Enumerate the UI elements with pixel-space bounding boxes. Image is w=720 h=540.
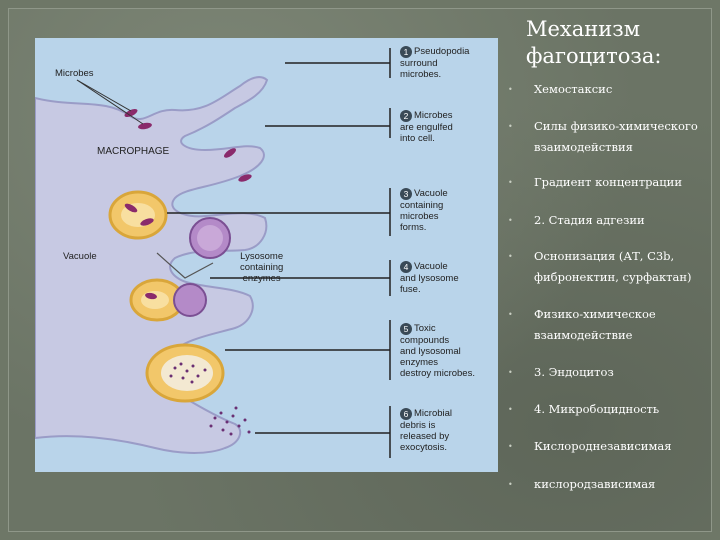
lysosome-shape: [173, 283, 207, 317]
microbe-shape: [138, 122, 152, 130]
step-line: fuse.: [400, 284, 421, 295]
step-line: Vacuole: [414, 188, 448, 199]
step-number: 1: [400, 46, 412, 58]
step-brackets: [167, 48, 391, 458]
step-line: and lysosomal: [400, 346, 461, 357]
step-line: released by: [400, 431, 450, 442]
microbe-shape: [145, 292, 157, 300]
step-number: 3: [400, 188, 412, 200]
vacuole-label: Vacuole: [63, 251, 97, 262]
bullet-text: 3. Эндоцитоз: [534, 365, 614, 379]
step-line: compounds: [400, 335, 450, 346]
bullet-text: Физико-химическое взаимодействие: [534, 307, 656, 342]
bullet-dot: •: [508, 122, 513, 131]
bullet-text: Оснонизация (АТ, С3b, фибронектин, сурфа…: [534, 249, 692, 284]
bullet-text: Хемостаксис: [534, 82, 613, 96]
pointer-line: [76, 79, 144, 125]
step-line: are engulfed: [400, 122, 453, 133]
lysosome-label-line: Lysosome: [240, 251, 284, 262]
step-line: destroy microbes.: [400, 368, 475, 379]
lysosome-interior: [197, 225, 223, 251]
vacuole-interior: [141, 291, 169, 309]
step-line: forms.: [400, 222, 427, 233]
bullet-text: Силы физико-химического взаимодействия: [534, 119, 698, 154]
step-line: microbes: [400, 211, 439, 222]
bullet-dot: •: [508, 85, 513, 94]
slide-title: Механизм фагоцитоза:: [526, 16, 716, 70]
step-line: enzymes: [400, 357, 439, 368]
step-line: surround: [400, 58, 438, 69]
microbe-shape: [140, 218, 154, 226]
microbe-shape: [124, 203, 138, 213]
vacuole-interior: [161, 355, 213, 391]
step-line: containing: [400, 200, 444, 211]
lysosome-label-line: enzymes: [242, 273, 281, 284]
bullet-text: 4. Микробоцидность: [534, 402, 660, 416]
step-line: Microbial: [414, 408, 453, 419]
slide-title-line: фагоцитоза:: [526, 44, 662, 68]
microbial-debris: [169, 362, 251, 436]
lysosome-label: Lysosome containing enzymes: [240, 251, 283, 284]
slide-title-line: Механизм: [526, 17, 641, 41]
step-line: and lysosome: [400, 273, 459, 284]
phagocytosis-diagram: [35, 38, 498, 472]
step-line: Vacuole: [414, 261, 448, 272]
microbe-shape: [238, 174, 252, 182]
fuse-arrow: [156, 252, 214, 279]
step-line: microbes.: [400, 69, 442, 80]
bullet-dot: •: [508, 216, 513, 225]
bullet-dot: •: [508, 405, 513, 414]
step-line: Microbes: [414, 110, 453, 121]
bullet-dot: •: [508, 368, 513, 377]
step-line: exocytosis.: [400, 442, 447, 453]
step-line: Pseudopodia: [414, 46, 470, 57]
step-number: 6: [400, 408, 412, 420]
step-line: debris is: [400, 420, 436, 431]
step-number: 2: [400, 110, 412, 122]
microbe-shape: [124, 108, 138, 118]
microbes-label: Microbes: [55, 68, 94, 79]
step-number: 4: [400, 261, 412, 273]
bullet-text: 2. Стадия адгезии: [534, 213, 645, 227]
bullet-text: кислородзависимая: [534, 477, 656, 491]
phagocytosis-figure: Microbes MACROPHAGE Vacuole Lysosome con…: [35, 38, 498, 472]
macrophage-label: MACROPHAGE: [97, 146, 170, 157]
step-number: 5: [400, 323, 412, 335]
microbe-shape: [224, 148, 236, 158]
lysosome-label-line: containing: [240, 262, 284, 273]
bullet-dot: •: [508, 480, 513, 489]
bullet-dot: •: [508, 252, 513, 261]
step-line: Toxic: [414, 323, 436, 334]
bullet-dot: •: [508, 310, 513, 319]
bullet-dot: •: [508, 178, 513, 187]
bullet-dot: •: [508, 442, 513, 451]
bullet-text: Градиент концентрации: [534, 175, 683, 189]
step-line: into cell.: [400, 133, 435, 144]
bullet-text: Кислороднезависимая: [534, 439, 672, 453]
pointer-line: [76, 79, 132, 112]
